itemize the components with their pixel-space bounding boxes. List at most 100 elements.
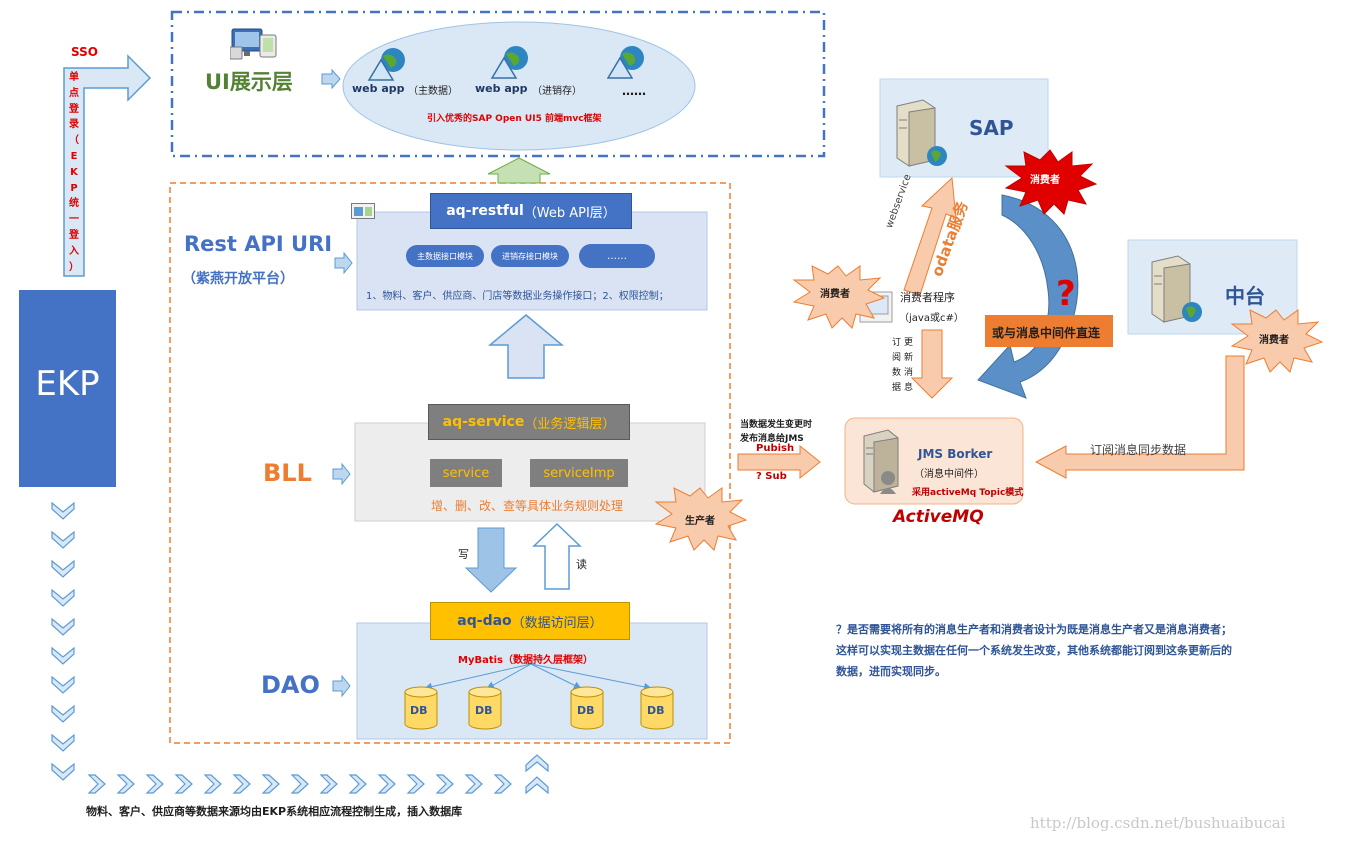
db-icon-3: DB <box>570 686 604 730</box>
service-box: service <box>430 459 502 487</box>
chevron-up-icon <box>525 776 549 795</box>
watermark: http://blog.csdn.net/bushuaibucai <box>1030 814 1286 832</box>
bll-header-suffix: （业务逻辑层） <box>524 416 616 432</box>
chevron-down-icon <box>51 704 75 723</box>
sso-char: K <box>70 166 78 178</box>
rest-module-2-label: 进销存接口模块 <box>502 251 558 261</box>
question-mark: ? <box>1056 274 1076 314</box>
subscribe-col-1: 订阅数据 <box>892 336 904 396</box>
ekp-down-chevrons <box>50 500 80 790</box>
zhongtai-label: 中台 <box>1225 284 1265 308</box>
chevron-right-icon <box>145 774 164 794</box>
ui-app-label-2: web app <box>475 82 528 95</box>
zhongtai-server-icon <box>1148 252 1204 324</box>
server-frame <box>169 182 731 744</box>
subscribe-char: 消 <box>904 368 914 378</box>
rest-to-ui-arrow <box>487 157 551 184</box>
jms-mode: 采用activeMq Topic模式 <box>912 488 1024 498</box>
rest-header-suffix: （Web API层） <box>523 205 616 221</box>
program-consumer-badge: 消费者 <box>820 289 850 300</box>
ui-app-note-1: （主数据） <box>408 86 458 97</box>
subscribe-char: 阅 <box>892 353 902 363</box>
sso-char: 一 <box>69 214 79 226</box>
chevron-up-icon <box>525 754 549 773</box>
ekp-label: EKP <box>35 364 100 404</box>
consumer-program-title: 消费者程序 <box>900 291 955 304</box>
zhongtai-flow-label: 订阅消息同步数据 <box>1090 443 1187 457</box>
db-icon-4: DB <box>640 686 674 730</box>
ui-side-arrow <box>321 68 341 90</box>
rest-module-1: 主数据接口模块 <box>406 245 484 267</box>
chevron-right-icon <box>348 774 367 794</box>
write-arrow <box>464 527 518 593</box>
dao-side-arrow <box>332 674 351 698</box>
zhongtai-consumer-star <box>1230 309 1324 373</box>
ui-app-note-3: …… <box>622 84 646 98</box>
rest-description: 1、物料、客户、供应商、门店等数据业务操作接口；2、权限控制； <box>366 291 669 302</box>
consumer-program-subtitle: （java或c#） <box>899 313 964 324</box>
program-consumer-star <box>792 265 886 329</box>
dao-header-name: aq-dao <box>457 613 512 629</box>
rest-side-arrow <box>334 251 353 275</box>
db-label-2: DB <box>475 704 493 717</box>
sso-char: P <box>70 182 78 194</box>
db-label-1: DB <box>410 704 428 717</box>
sso-char: 入 <box>69 245 79 257</box>
db-label-4: DB <box>647 704 665 717</box>
publish-line2: 发布消息给JMS <box>740 434 804 444</box>
chevron-down-icon <box>51 675 75 694</box>
subscribe-char: 数 <box>892 368 902 378</box>
sap-label: SAP <box>969 116 1014 140</box>
direct-note: 或与消息中间件直连 <box>992 326 1101 340</box>
sso-char: ） <box>69 261 79 273</box>
chevron-right-icon <box>232 774 251 794</box>
chevron-right-icon <box>116 774 135 794</box>
activemq-logo: ActiveMQ <box>893 507 984 527</box>
sso-char: 统 <box>69 198 79 210</box>
question-note-line2: 这样可以实现主数据在任何一个系统发生改变，其他系统都能订阅到这条更新后的 <box>836 644 1232 657</box>
chevron-down-icon <box>51 733 75 752</box>
sap-consumer-star <box>1004 149 1098 215</box>
bll-side-arrow <box>332 462 351 486</box>
sso-arrow <box>63 54 152 277</box>
dao-header-suffix: （数据访问层） <box>511 615 603 631</box>
question-note-line3: 数据，进而实现同步。 <box>836 665 946 678</box>
rest-header-name: aq-restful <box>446 203 524 219</box>
chevron-right-icon <box>87 774 106 794</box>
direct-note-box <box>985 315 1113 347</box>
sso-char: 单 <box>69 72 79 83</box>
rest-layer-title: Rest API URI <box>184 232 333 256</box>
ui-ellipse <box>342 21 696 151</box>
chevron-down-icon <box>51 501 75 520</box>
dao-header: aq-dao （数据访问层） <box>430 602 630 640</box>
sso-char: （ <box>69 135 79 147</box>
odata-arrow <box>903 176 957 296</box>
zhongtai-sync-arrow <box>1034 355 1245 479</box>
rest-module-1-label: 主数据接口模块 <box>417 251 473 261</box>
subscribe-arrow <box>910 329 954 399</box>
chevron-down-icon <box>51 646 75 665</box>
sap-server-icon <box>893 96 949 168</box>
ui-app-label-1: web app <box>352 82 405 95</box>
service-box-label: service <box>442 465 490 481</box>
chevron-right-icon <box>435 774 454 794</box>
sso-label: SSO <box>71 45 98 59</box>
jms-title: JMS Borker <box>918 447 993 461</box>
db-up-chevrons <box>524 752 550 798</box>
sap-consumer-badge: 消费者 <box>1030 175 1060 186</box>
publish-arrow <box>737 444 821 480</box>
db-icon-1: DB <box>404 686 438 730</box>
sso-char: 登 <box>69 103 79 115</box>
publish-pub-label: Pubish <box>756 443 795 454</box>
serviceimp-box-label: serviceImp <box>543 465 615 481</box>
globe-icon-3 <box>606 44 650 86</box>
chevron-right-icon <box>290 774 309 794</box>
jms-server-icon <box>860 426 904 496</box>
browser-icon <box>351 203 375 219</box>
chevron-right-icon <box>203 774 222 794</box>
ui-devices-icon <box>229 27 278 61</box>
chevron-down-icon <box>51 762 75 781</box>
sso-char: 登 <box>69 229 79 241</box>
